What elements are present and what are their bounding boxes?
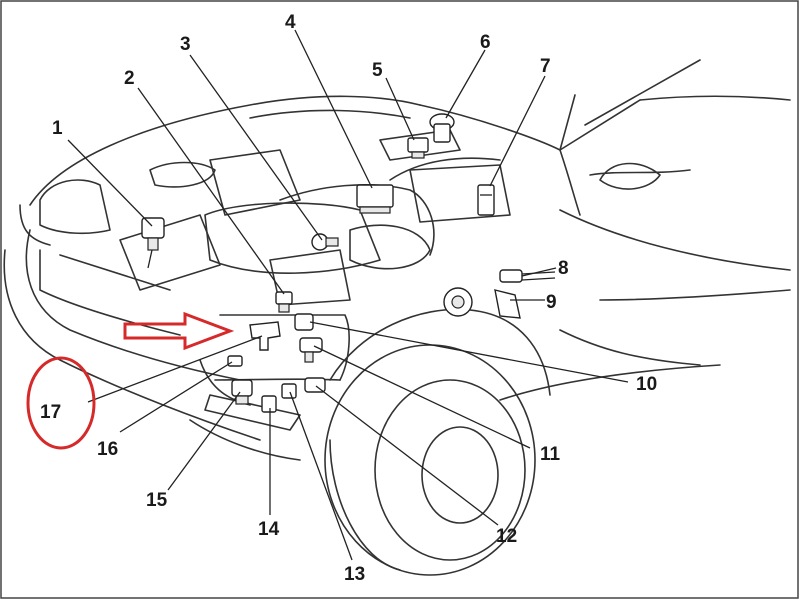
part-16-bracket [227, 355, 243, 367]
highlight-circle [26, 356, 96, 450]
part-11-sensor [299, 337, 323, 363]
label-16: 16 [97, 439, 118, 460]
part-3-sensor [311, 233, 339, 251]
label-1: 1 [52, 118, 63, 139]
part-9-horn [443, 287, 521, 319]
part-number-labels: 1 2 3 4 5 6 7 8 9 10 11 12 13 14 15 16 1… [40, 12, 657, 585]
label-5: 5 [372, 60, 383, 81]
label-12: 12 [496, 526, 517, 547]
part-1-sensor [141, 217, 165, 269]
label-2: 2 [124, 68, 135, 89]
part-2-sensor [275, 291, 293, 313]
part-17-sensor [249, 321, 281, 351]
label-7: 7 [540, 56, 551, 77]
label-6: 6 [480, 32, 491, 53]
part-7-fuse [477, 184, 495, 216]
leader-lines [67, 29, 629, 561]
label-17: 17 [40, 402, 61, 423]
label-13: 13 [344, 564, 365, 585]
part-4-module [356, 184, 394, 214]
label-15: 15 [146, 490, 168, 511]
part-15-sensor [231, 379, 253, 405]
label-3: 3 [180, 34, 191, 55]
label-4: 4 [285, 12, 296, 33]
label-11: 11 [540, 444, 561, 465]
label-9: 9 [546, 292, 557, 313]
part-13-sensor [281, 383, 297, 399]
right-arrow-icon [123, 311, 235, 351]
part-8-sensor [499, 269, 556, 283]
part-5-sensor [407, 137, 429, 159]
part-14-sensor [261, 395, 277, 413]
label-14: 14 [258, 519, 280, 540]
label-8: 8 [558, 258, 569, 279]
part-6-cap [429, 113, 455, 143]
engine-components [119, 129, 511, 431]
label-10: 10 [636, 374, 657, 395]
